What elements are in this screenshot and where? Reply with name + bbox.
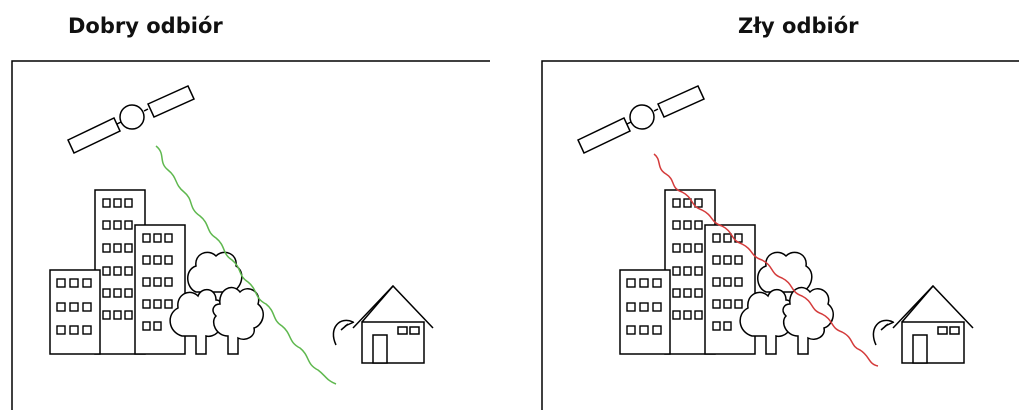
buildings-icon — [50, 190, 185, 354]
bad-reception-illustration — [540, 60, 1019, 410]
satellite-dish-icon — [873, 320, 894, 345]
satellite-icon — [68, 86, 194, 153]
satellite-icon — [578, 86, 704, 153]
satellite-dish-icon — [333, 320, 354, 345]
buildings-icon — [620, 190, 755, 354]
bad-reception-scene — [540, 60, 1019, 410]
good-reception-title: Dobry odbiór — [68, 14, 223, 38]
house-icon — [353, 286, 433, 363]
house-icon — [893, 286, 973, 363]
good-reception-illustration — [10, 60, 490, 410]
bad-reception-title: Zły odbiór — [738, 14, 859, 38]
good-reception-scene — [10, 60, 490, 410]
